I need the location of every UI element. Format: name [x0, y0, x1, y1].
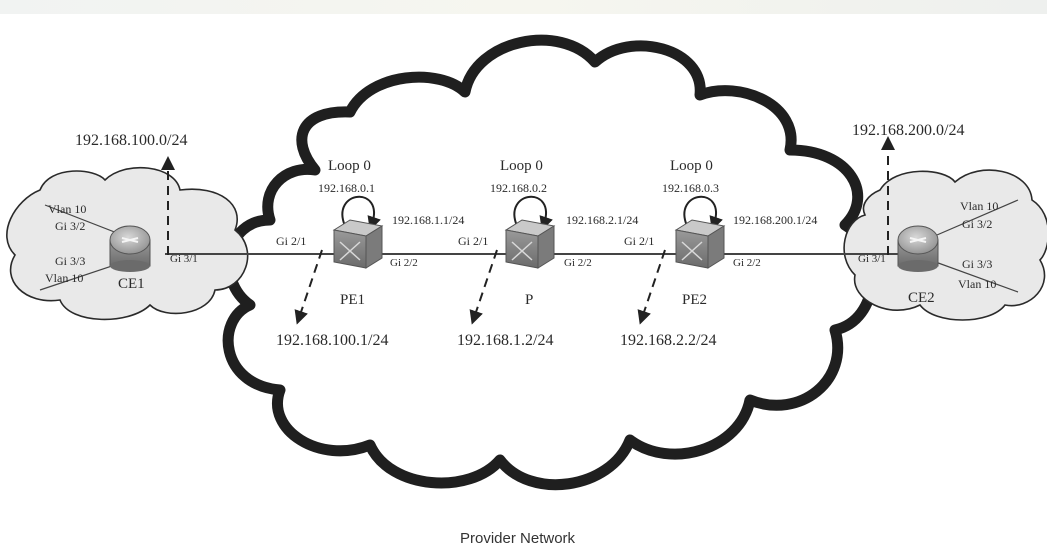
pe2-loop-ip-label: 192.168.0.3	[662, 181, 719, 195]
pe1-name-label: PE1	[340, 292, 365, 308]
p-loop-ip-label: 192.168.0.2	[490, 181, 547, 195]
top-band	[0, 0, 1047, 14]
ce1-uplink-port-label: Gi 3/1	[170, 253, 198, 265]
p-link-ip-label: 192.168.2.1/24	[566, 213, 638, 227]
pe1-in-ip-arrow	[294, 249, 323, 325]
pe1-port-out-label: Gi 2/2	[390, 257, 418, 269]
p-port-in-label: Gi 2/1	[458, 234, 488, 248]
provider-cloud	[222, 34, 878, 491]
ce1-network-label: 192.168.100.0/24	[75, 132, 187, 149]
ce2-port-a-label: Gi 3/2	[962, 217, 992, 231]
ce2-network-label: 192.168.200.0/24	[852, 122, 964, 139]
ce1-port-b-label: Gi 3/3	[55, 254, 85, 268]
pe1-in-ip-label: 192.168.100.1/24	[276, 332, 388, 349]
ce2-vlan-b-label: Vlan 10	[958, 277, 996, 291]
ce2-access-line-a	[929, 199, 1019, 239]
pe2-switch-icon	[674, 219, 726, 269]
pe2-loopback-arc	[683, 195, 723, 231]
ce2-cloud	[843, 169, 1047, 321]
p-name-label: P	[525, 292, 533, 308]
p-loop-label: Loop 0	[500, 158, 543, 174]
pe1-loop-ip-label: 192.168.0.1	[318, 181, 375, 195]
pe2-link-ip-label: 192.168.200.1/24	[733, 213, 817, 227]
p-port-out-label: Gi 2/2	[564, 257, 592, 269]
pe2-port-out-label: Gi 2/2	[733, 257, 761, 269]
pe1-loopback-arc	[341, 195, 381, 231]
pe2-loop-label: Loop 0	[670, 158, 713, 174]
pe2-name-label: PE2	[682, 292, 707, 308]
pe1-port-in-label: Gi 2/1	[276, 234, 306, 248]
ce1-router-icon	[109, 225, 151, 272]
ce1-port-a-label: Gi 3/2	[55, 219, 85, 233]
p-in-ip-arrow	[469, 249, 498, 325]
ce2-router-icon	[897, 225, 939, 272]
ce2-access-line-b	[929, 259, 1019, 293]
ce1-vlan-b-label: Vlan 10	[45, 271, 83, 285]
pe2-in-ip-label: 192.168.2.2/24	[620, 332, 716, 349]
p-in-ip-label: 192.168.1.2/24	[457, 332, 553, 349]
ce1-name-label: CE1	[118, 276, 145, 292]
ce2-port-b-label: Gi 3/3	[962, 257, 992, 271]
ce2-uplink-port-label: Gi 3/1	[858, 253, 886, 265]
pe2-in-ip-arrow	[637, 249, 666, 325]
ce2-name-label: CE2	[908, 290, 935, 306]
pe1-link-ip-label: 192.168.1.1/24	[392, 213, 464, 227]
pe1-loop-label: Loop 0	[328, 158, 371, 174]
ce2-vlan-a-label: Vlan 10	[960, 199, 998, 213]
ce1-vlan-a-label: Vlan 10	[48, 202, 86, 216]
pe2-port-in-label: Gi 2/1	[624, 234, 654, 248]
diagram-caption: Provider Network	[460, 530, 576, 546]
p-switch-icon	[504, 219, 556, 269]
pe1-switch-icon	[332, 219, 384, 269]
p-loopback-arc	[513, 195, 553, 231]
